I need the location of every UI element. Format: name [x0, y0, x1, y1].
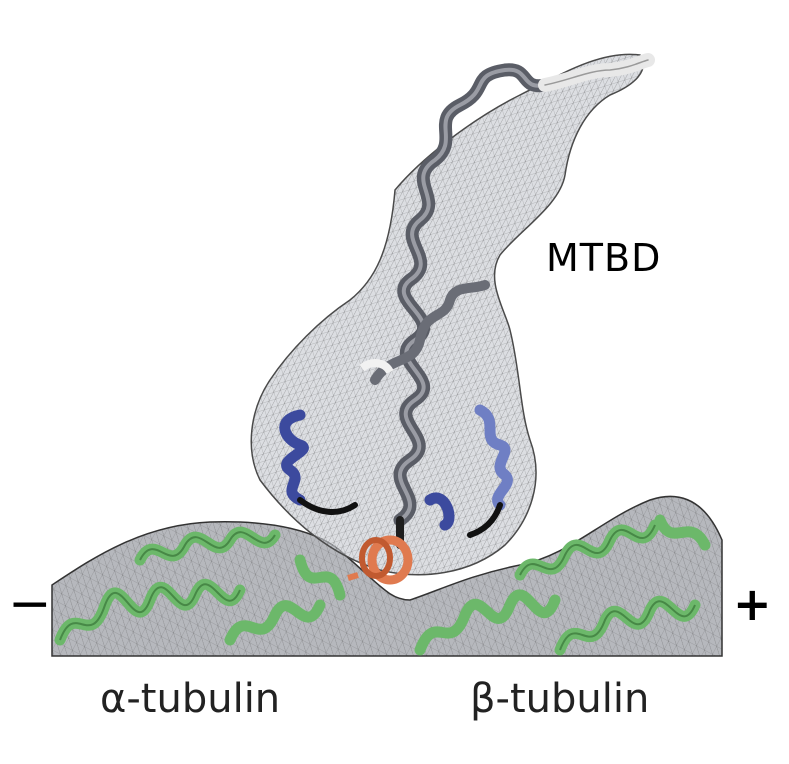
white-helix-fragment [359, 359, 394, 375]
blue-helices [279, 404, 513, 531]
minus-end-label: − [8, 574, 52, 634]
orange-helix [347, 535, 413, 585]
plus-end-label: + [733, 577, 772, 631]
stalk-helix [370, 53, 655, 549]
microtubule-surface [51, 495, 723, 657]
alpha-tubulin-label: α-tubulin [100, 676, 281, 722]
mtbd-label: MTBD [546, 236, 662, 280]
mtbd-density-map [250, 53, 644, 576]
beta-tubulin-label: β-tubulin [470, 676, 650, 722]
